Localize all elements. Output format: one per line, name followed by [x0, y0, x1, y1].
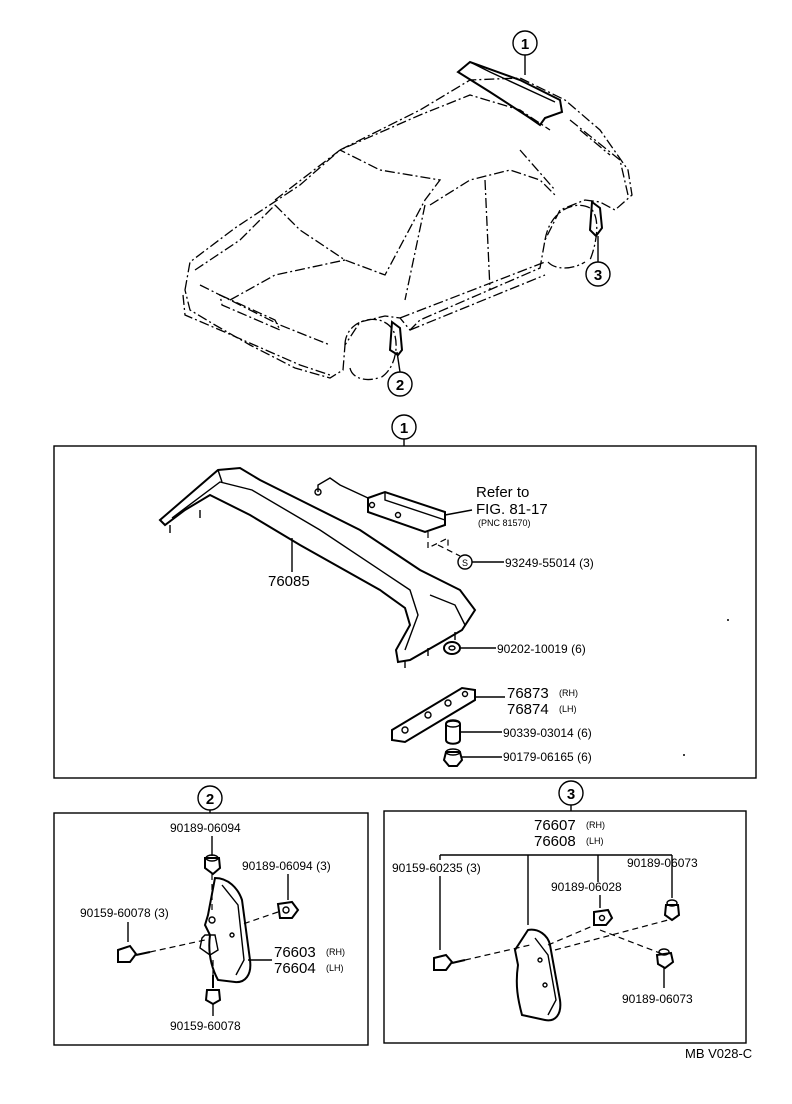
- flap3-lh-number: 76608: [534, 833, 576, 850]
- screw-part-number: 93249-55014 (3): [505, 556, 594, 570]
- screw-left-number: 90159-60078 (3): [80, 906, 169, 920]
- svg-text:3: 3: [594, 267, 602, 284]
- flap-lh-number: 76604: [274, 960, 316, 977]
- screw3-left-icon: [433, 953, 466, 971]
- rear-spoiler: [158, 466, 477, 668]
- screw-left-icon: [117, 944, 151, 963]
- flap-rh-number: 76603: [274, 944, 316, 961]
- nut-part-number: 90202-10019 (6): [497, 642, 586, 656]
- flap3-lh-side: (LH): [586, 836, 604, 846]
- rear-mudflap: [513, 928, 562, 1022]
- nut2-icon: [442, 748, 464, 767]
- bracket-lh-side: (LH): [559, 704, 577, 714]
- flap3-rh-side: (RH): [586, 820, 605, 830]
- fig-ref-label: FIG. 81-17: [476, 501, 548, 518]
- svg-text:2: 2: [396, 377, 404, 394]
- callout-2-car: 2: [387, 371, 413, 397]
- nut2-part-number: 90179-06165 (6): [503, 750, 592, 764]
- callout-3-car: 3: [585, 261, 611, 287]
- section-2-frame: [53, 812, 369, 1046]
- clip3-right-top-icon: [663, 899, 681, 922]
- spacer-part-number: 90339-03014 (6): [503, 726, 592, 740]
- diagram-code: MB V028-C: [685, 1046, 752, 1061]
- flap3-rh-number: 76607: [534, 817, 576, 834]
- callout-1-section: 1: [391, 414, 417, 446]
- front-mudflap: [199, 876, 252, 984]
- car-illustration: [182, 55, 633, 381]
- screw-bottom-number: 90159-60078: [170, 1019, 241, 1033]
- spacer-icon: [445, 719, 461, 745]
- bracket-lh-number: 76874: [507, 701, 549, 718]
- callout-1-top: 1: [512, 30, 538, 56]
- section-3-frame: [383, 810, 747, 1044]
- bracket-rh-side: (RH): [559, 688, 578, 698]
- screw3-left-number: 90159-60235 (3): [392, 861, 481, 875]
- clip-top-number: 90189-06094: [170, 821, 241, 835]
- flap-lh-side: (LH): [326, 963, 344, 973]
- screw-bottom-icon: [204, 975, 222, 1006]
- flap-rh-side: (RH): [326, 947, 345, 957]
- clip3-mid-number: 90189-06028: [551, 880, 622, 894]
- svg-text:2: 2: [206, 791, 214, 808]
- svg-text:S: S: [462, 558, 468, 568]
- bracket-rh-number: 76873: [507, 685, 549, 702]
- clip3-bottom-number: 90189-06073: [622, 992, 693, 1006]
- svg-text:1: 1: [400, 420, 408, 437]
- clip-right-icon: [276, 900, 300, 919]
- clip-right-number: 90189-06094 (3): [242, 859, 331, 873]
- svg-text:1: 1: [521, 36, 529, 53]
- spoiler-bracket: [391, 686, 476, 744]
- spoiler-part-number: 76085: [268, 573, 310, 590]
- clip3-bottom-icon: [655, 948, 675, 970]
- svg-text:3: 3: [567, 786, 575, 803]
- stop-lamp-unit: [314, 477, 446, 534]
- section-1-frame: [53, 445, 757, 779]
- standard-part-mark: S: [457, 554, 473, 570]
- callout-2-section: 2: [197, 785, 223, 813]
- clip3-mid-icon: [593, 908, 614, 926]
- clip3-right-top-number: 90189-06073: [627, 856, 698, 870]
- callout-3-section: 3: [558, 780, 584, 811]
- pnc-ref-label: (PNC 81570): [478, 518, 531, 528]
- refer-to-label: Refer to: [476, 484, 529, 501]
- nut-icon: [443, 641, 461, 655]
- clip-top-icon: [204, 854, 222, 876]
